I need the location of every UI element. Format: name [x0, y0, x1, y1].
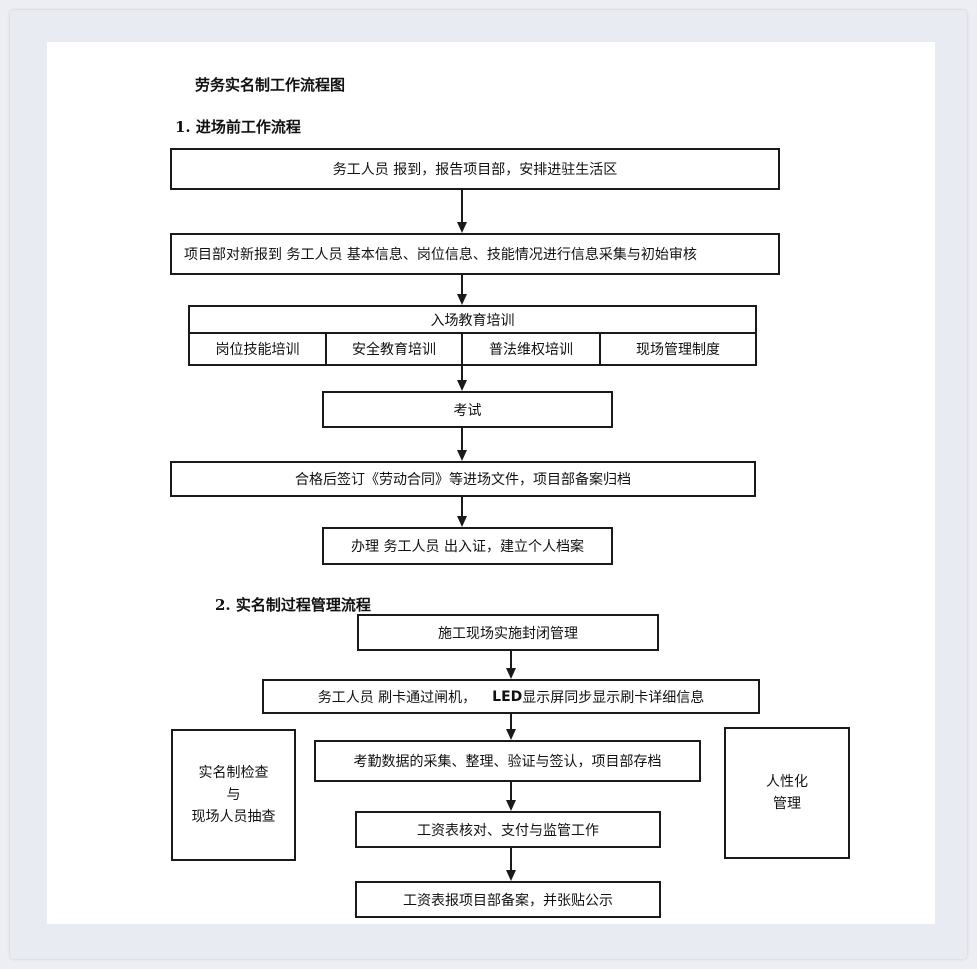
side-box-line: 管理	[773, 796, 801, 812]
arrow-down-icon	[457, 222, 467, 233]
training-item-safety: 安全教育培训	[325, 332, 463, 366]
s2-step-payroll-publish: 工资表报项目部备案，并张贴公示	[355, 881, 661, 918]
s1-step-report: 务工人员 报到，报告项目部，安排进驻生活区	[170, 148, 780, 190]
connector-line	[461, 366, 463, 381]
side-box-line: 与	[226, 787, 241, 803]
side-box-real-name-check: 实名制检查 与 现场人员抽查	[171, 729, 296, 861]
connector-line	[510, 848, 512, 871]
training-item-legal: 普法维权培训	[461, 332, 601, 366]
connector-line	[461, 428, 463, 451]
training-item-skills: 岗位技能培训	[188, 332, 327, 366]
flowchart-title: 劳务实名制工作流程图	[195, 76, 346, 94]
s1-step-info-collection: 项目部对新报到 务工人员 基本信息、岗位信息、技能情况进行信息采集与初始审核	[170, 233, 780, 275]
connector-line	[461, 497, 463, 517]
s2-step-card-gate: 务工人员 刷卡通过闸机， LED 显示屏同步显示刷卡详细信息	[262, 679, 760, 714]
arrow-down-icon	[506, 870, 516, 881]
s1-step-pass-card: 办理 务工人员 出入证，建立个人档案	[322, 527, 613, 565]
arrow-down-icon	[506, 729, 516, 740]
connector-line	[510, 651, 512, 669]
arrow-down-icon	[457, 380, 467, 391]
connector-line	[461, 275, 463, 296]
connector-line	[510, 782, 512, 801]
side-box-humanized-management: 人性化 管理	[724, 727, 850, 859]
connector-line	[461, 190, 463, 223]
section1-heading: 1. 进场前工作流程	[175, 118, 301, 136]
s1-step-contract: 合格后签订《劳动合同》等进场文件，项目部备案归档	[170, 461, 756, 497]
side-box-line: 现场人员抽查	[191, 809, 276, 825]
arrow-down-icon	[506, 668, 516, 679]
arrow-down-icon	[457, 516, 467, 527]
connector-line	[510, 714, 512, 730]
training-item-site-rules: 现场管理制度	[599, 332, 757, 366]
flowchart-page: 劳务实名制工作流程图 1. 进场前工作流程 务工人员 报到，报告项目部，安排进驻…	[47, 42, 935, 924]
s2-step-payroll-check: 工资表核对、支付与监管工作	[355, 811, 661, 848]
card-gate-text: 务工人员 刷卡通过闸机，	[317, 689, 477, 706]
led-label: LED	[492, 688, 523, 705]
arrow-down-icon	[457, 294, 467, 305]
side-box-line: 人性化	[766, 774, 808, 790]
training-header: 入场教育培训	[188, 305, 757, 334]
side-box-line: 实名制检查	[198, 765, 269, 781]
arrow-down-icon	[457, 450, 467, 461]
arrow-down-icon	[506, 800, 516, 811]
s2-step-attendance: 考勤数据的采集、整理、验证与签认，项目部存档	[314, 740, 701, 782]
led-display-text: 显示屏同步显示刷卡详细信息	[522, 689, 705, 706]
s1-step-exam: 考试	[322, 391, 613, 428]
s2-step-closed-management: 施工现场实施封闭管理	[357, 614, 659, 651]
section2-heading: 2. 实名制过程管理流程	[215, 596, 371, 614]
